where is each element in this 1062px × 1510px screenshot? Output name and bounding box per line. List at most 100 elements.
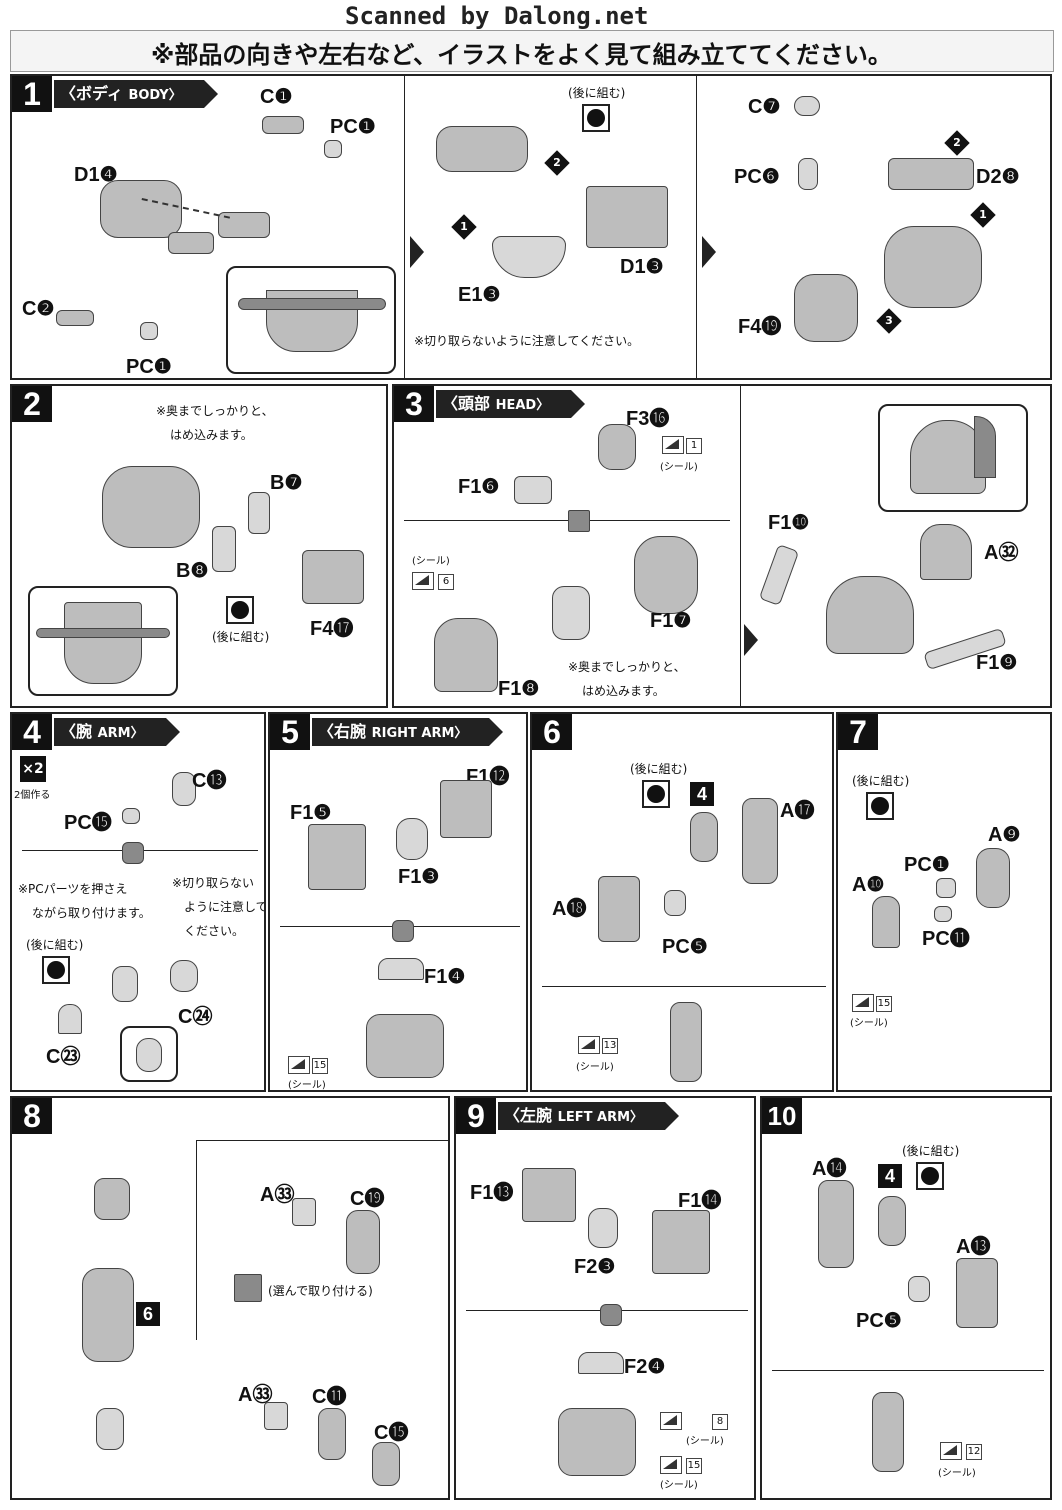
sticker-number: 12: [966, 1444, 982, 1460]
part-a33b: [264, 1402, 288, 1430]
label-f14: F1❹: [424, 966, 466, 988]
sticker-number: 8: [712, 1414, 728, 1430]
label-a14: A⓮: [812, 1158, 847, 1180]
part-c2: [56, 310, 94, 326]
sticker-number: 15: [312, 1058, 328, 1074]
step-number: 2: [12, 386, 52, 422]
sticker-number: 15: [686, 1458, 702, 1474]
part-joint: [168, 232, 214, 254]
inset-view: [28, 586, 178, 696]
next-arrow: [744, 624, 758, 656]
step-2-panel: 2 ※奥までしっかりと、 はめ込みます。 B❼ B❽ F4⓱ (後に組む): [10, 384, 388, 708]
step-title: 〈頭部 HEAD〉: [436, 390, 586, 418]
note-pc-2: ながら取り付けます。: [32, 906, 151, 920]
label-e13: E1❸: [458, 284, 501, 306]
label-f13: F1❸: [398, 866, 440, 888]
part-c23: [58, 1004, 82, 1034]
sticker-number: 6: [438, 574, 454, 590]
down-arrow: [568, 510, 590, 532]
label-d28: D2❽: [976, 166, 1020, 188]
step-number: 10: [762, 1098, 802, 1134]
part-f13: [396, 818, 428, 860]
note-cut: ※切り取らないように注意してください。: [414, 334, 640, 348]
label-f16: F1❻: [458, 476, 500, 498]
note-cut-3: ください。: [184, 924, 245, 938]
part-inner: [552, 586, 590, 640]
step-number: 6: [532, 714, 572, 750]
label-f15: F1❺: [290, 802, 332, 824]
note-choose: (選んで取り付ける): [268, 1284, 373, 1298]
part-f112: [440, 780, 492, 838]
label-a13: A⓭: [956, 1236, 991, 1258]
part-a14: [818, 1180, 854, 1268]
part-a33a: [292, 1198, 316, 1226]
seal-label: (シール): [938, 1468, 976, 1479]
label-a32: A㉜: [984, 542, 1019, 564]
sticker-number: 13: [602, 1038, 618, 1054]
back-assemble-icon: [916, 1162, 944, 1190]
sticker-icon: [660, 1412, 682, 1430]
step-marker-2: 2: [544, 150, 570, 176]
part-b7: [248, 492, 270, 534]
label-a17: A⓱: [780, 800, 815, 822]
part-a10: [872, 896, 900, 948]
label-d13: D1❸: [620, 256, 664, 278]
seal-label: (シール): [686, 1436, 724, 1447]
part-f17: [634, 536, 698, 614]
down-arrow: [392, 920, 414, 942]
step-number: 4: [12, 714, 52, 750]
step-1-panel: 1 〈ボディ BODY〉 C❶ PC❶ D1❹ C❷ PC❶ (後に組む) 1 …: [10, 74, 1052, 380]
down-arrow: [122, 842, 144, 864]
part-inset-crest: [974, 416, 996, 478]
step-number: 8: [12, 1098, 52, 1134]
label-c2: C❷: [22, 298, 55, 320]
title-jp: 〈腕: [60, 722, 93, 741]
label-pc6: PC❻: [734, 166, 780, 188]
step-marker-3: 3: [876, 308, 902, 334]
part-c24: [170, 960, 198, 992]
part-c7: [794, 96, 820, 116]
seal-label: (シール): [850, 1018, 888, 1029]
select-icon: [234, 1274, 262, 1302]
make-two-label: 2個作る: [14, 790, 51, 801]
inset-view: [878, 404, 1028, 512]
part-pc6: [798, 158, 818, 190]
step-title: 〈左腕 LEFT ARM〉: [498, 1102, 680, 1130]
down-arrow: [600, 1304, 622, 1326]
sticker-icon: [662, 436, 684, 454]
part-d13: [586, 186, 668, 248]
label-a9: A❾: [988, 824, 1021, 846]
back-assemble-icon: [642, 780, 670, 808]
part-f113: [522, 1168, 576, 1222]
part-f16: [514, 476, 552, 504]
divider: [196, 1140, 197, 1340]
part-arm-stickered: [872, 1392, 904, 1472]
divider: [542, 986, 826, 987]
seal-label: (シール): [660, 462, 698, 473]
part-a18: [598, 876, 640, 942]
back-assemble-icon: [866, 792, 894, 820]
label-pc5: PC❺: [856, 1310, 902, 1332]
step-marker-1: 1: [451, 214, 477, 240]
part-head: [826, 576, 914, 654]
part-torso: [884, 226, 982, 308]
part-d28: [888, 158, 974, 190]
step-ref-6: 6: [136, 1302, 160, 1326]
quantity-badge: ×2: [20, 756, 46, 782]
part-arm-assembly: [82, 1268, 134, 1362]
note-back-assemble: (後に組む): [630, 762, 688, 776]
step-8-panel: 8 6 A㉝ C⓳ (選んで取り付ける) A㉝ C⓫ C⓯: [10, 1096, 450, 1500]
label-a33a: A㉝: [260, 1184, 295, 1206]
sticker-number: 1: [686, 438, 702, 454]
divider: [772, 1370, 1044, 1371]
step-9-panel: 9 〈左腕 LEFT ARM〉 F1⓭ F1⓮ F2❸ F2❹ 8 (シール) …: [454, 1096, 756, 1500]
step-number: 9: [456, 1098, 496, 1134]
divider: [404, 520, 730, 521]
label-f24: F2❹: [624, 1356, 666, 1378]
part-f14: [378, 958, 424, 980]
note-back-assemble: (後に組む): [212, 630, 270, 644]
step-number: 1: [12, 76, 52, 112]
part-pc5: [908, 1276, 930, 1302]
note-back-assemble: (後に組む): [902, 1144, 960, 1158]
note-push-1: ※奥までしっかりと、: [568, 660, 686, 674]
